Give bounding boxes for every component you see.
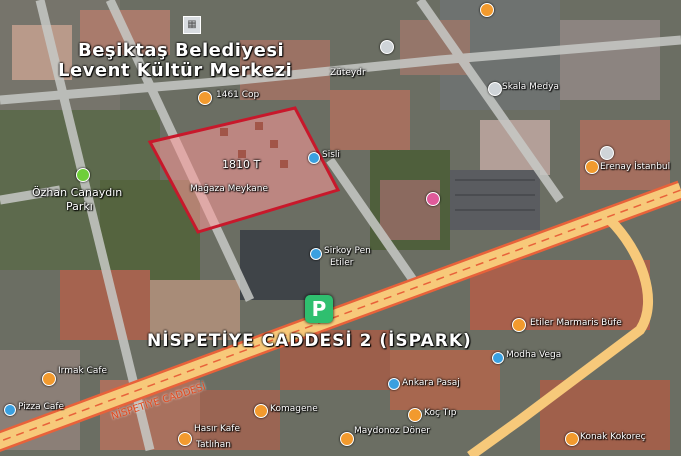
poi-label-ozhan[interactable]: Özhan Canaydın bbox=[32, 186, 123, 199]
poi-label-zuteydr[interactable]: Züteydr bbox=[330, 68, 366, 78]
museum-icon[interactable]: ▦ bbox=[183, 16, 201, 34]
restaurant-pin-icon[interactable] bbox=[512, 318, 526, 332]
poi-label-magaza[interactable]: Mağaza Meykane bbox=[190, 184, 269, 194]
poi-label-konak[interactable]: Konak Kokoreç bbox=[580, 432, 646, 442]
shop-pin-icon[interactable] bbox=[388, 378, 400, 390]
shop-pin-icon[interactable] bbox=[310, 248, 322, 260]
poi-label-etiler-small[interactable]: Etiler bbox=[330, 258, 354, 268]
poi-label-ankara[interactable]: Ankara Pasaj bbox=[402, 378, 460, 388]
restaurant-pin-icon[interactable] bbox=[585, 160, 599, 174]
poi-label-parki[interactable]: Parkı bbox=[66, 200, 93, 213]
poi-label-erenay[interactable]: Erenay İstanbul bbox=[600, 162, 671, 172]
poi-label-cop[interactable]: 1461 Cop bbox=[216, 90, 260, 100]
poi-label-maydonoz[interactable]: Maydonoz Döner bbox=[354, 426, 430, 436]
shop-pin-icon[interactable] bbox=[426, 192, 440, 206]
restaurant-pin-icon[interactable] bbox=[178, 432, 192, 446]
restaurant-pin-icon[interactable] bbox=[340, 432, 354, 446]
shop-pin-icon[interactable] bbox=[488, 82, 502, 96]
poi-label-moda[interactable]: Modha Vega bbox=[506, 350, 562, 360]
park-pin-icon[interactable] bbox=[76, 168, 90, 182]
parking-icon[interactable]: P bbox=[305, 295, 333, 323]
shop-pin-icon[interactable] bbox=[308, 152, 320, 164]
poi-label-hasir[interactable]: Hasır Kafe bbox=[194, 424, 240, 434]
parking-name-label[interactable]: NİSPETİYE CADDESİ 2 (İSPARK) bbox=[147, 331, 472, 351]
poi-label-koc[interactable]: Koç Tıp bbox=[424, 408, 457, 418]
poi-label-pizza[interactable]: Pizza Cafe bbox=[18, 402, 65, 412]
shop-pin-icon[interactable] bbox=[492, 352, 504, 364]
restaurant-pin-icon[interactable] bbox=[42, 372, 56, 386]
parcel-number-label[interactable]: 1810 T bbox=[222, 158, 261, 171]
shop-pin-icon[interactable] bbox=[380, 40, 394, 54]
poi-label-irmak[interactable]: Irmak Cafe bbox=[58, 366, 108, 376]
poi-label-etiler-marmaris[interactable]: Etiler Marmaris Büfe bbox=[530, 318, 622, 328]
poi-label-skala[interactable]: Skala Medya bbox=[502, 82, 560, 92]
shop-pin-icon[interactable] bbox=[4, 404, 16, 416]
poi-label-kultur-merkezi[interactable]: Levent Kültür Merkezi bbox=[58, 60, 293, 81]
poi-label-tatlihan[interactable]: Tatlıhan bbox=[196, 440, 231, 450]
shop-pin-icon[interactable] bbox=[600, 146, 614, 160]
poi-label-sisli[interactable]: Sisli bbox=[322, 150, 340, 160]
restaurant-pin-icon[interactable] bbox=[565, 432, 579, 446]
restaurant-pin-icon[interactable] bbox=[408, 408, 422, 422]
poi-label-sirkoy[interactable]: Sirkoy Pen bbox=[324, 246, 371, 256]
poi-label-komagene[interactable]: Komagene bbox=[270, 404, 318, 414]
restaurant-pin-icon[interactable] bbox=[480, 3, 494, 17]
restaurant-pin-icon[interactable] bbox=[198, 91, 212, 105]
poi-label-belediye[interactable]: Beşiktaş Belediyesi bbox=[78, 40, 285, 61]
restaurant-pin-icon[interactable] bbox=[254, 404, 268, 418]
